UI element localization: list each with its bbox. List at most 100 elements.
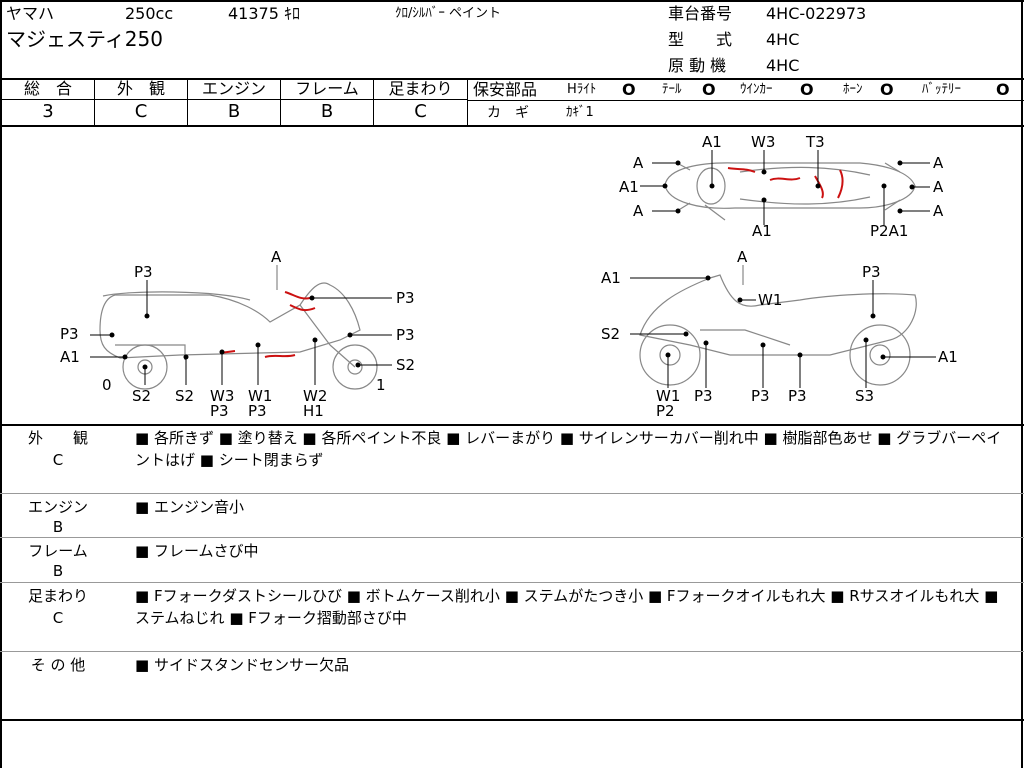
- type-value: 4HC: [766, 30, 800, 49]
- safety-item-battery: ﾊﾞｯﾃﾘｰ: [922, 82, 961, 97]
- frame-no: 4HC-022973: [766, 4, 867, 23]
- diagram-label: A1: [601, 269, 621, 287]
- diagram-label: A: [737, 248, 748, 266]
- diagram-label: A: [933, 178, 944, 196]
- diagram-label: A: [271, 248, 282, 266]
- leader-dots: [109, 160, 915, 370]
- diagram-label: S3: [855, 387, 874, 405]
- diagram-label: P3: [694, 387, 713, 405]
- section-title-engine: エンジン: [27, 498, 88, 516]
- diagram-label: P3: [60, 325, 79, 343]
- safety-mark-tail: O: [702, 80, 716, 99]
- diagram-label: S2: [601, 325, 620, 343]
- remarks-line-1: [0, 493, 1024, 494]
- frame-top: [0, 0, 1024, 2]
- diagram-label: A1: [702, 133, 722, 151]
- grades-mid-line: [0, 99, 468, 100]
- diagram-label: P2: [656, 402, 675, 420]
- model-name: マジェスティ250: [6, 27, 163, 51]
- safety-mark-battery: O: [996, 80, 1010, 99]
- grade-value-frame: B: [320, 101, 334, 122]
- displacement: 250cc: [125, 4, 174, 23]
- section-title-other: そ の 他: [30, 656, 86, 674]
- safety-item-headlight: Hﾗｲﾄ: [567, 82, 597, 97]
- diagram-label: A1: [752, 222, 772, 240]
- section-grade-frame: B: [52, 562, 64, 580]
- grade-header-total: 総 合: [23, 79, 72, 98]
- grades-bottom-line: [0, 125, 1024, 127]
- grade-divider: [373, 78, 374, 126]
- diagram-label: P2A1: [870, 222, 908, 240]
- section-title-exterior: 外 観: [27, 429, 88, 447]
- grades-top-line: [0, 78, 1024, 80]
- diagram-label: P3: [396, 289, 415, 307]
- key-label: カ ギ: [487, 105, 529, 121]
- diagram-label: S2: [175, 387, 194, 405]
- diagram-label: P3: [210, 402, 229, 420]
- diagram-label: A: [633, 154, 644, 172]
- leader-lines: [90, 150, 936, 388]
- section-text-engine: ■ エンジン音小: [135, 498, 244, 516]
- grade-divider: [280, 78, 281, 126]
- maker: ヤマハ: [6, 4, 55, 23]
- grade-header-exterior: 外 観: [116, 79, 165, 98]
- diagram-label: 1: [376, 376, 386, 394]
- diagram-label: W3: [751, 133, 775, 151]
- diagram-label: A: [633, 202, 644, 220]
- section-title-suspension: 足まわり: [27, 587, 88, 605]
- grade-divider: [187, 78, 188, 126]
- diagram-label: W1: [656, 387, 680, 405]
- diagram-label: W1: [758, 291, 782, 309]
- remarks-line-3: [0, 582, 1024, 583]
- safety-mark-headlight: O: [622, 80, 636, 99]
- safety-item-tail: ﾃｰﾙ: [662, 82, 682, 97]
- diagram-label: W3: [210, 387, 234, 405]
- section-grade-engine: B: [52, 518, 64, 536]
- section-grade-suspension: C: [52, 609, 64, 627]
- grade-value-engine: B: [227, 101, 241, 122]
- scooter-right-view: [639, 265, 917, 386]
- frame-no-label: 車台番号: [668, 4, 733, 23]
- diagram-label: P3: [396, 326, 415, 344]
- diagram-label: A: [933, 154, 944, 172]
- remarks-line-2: [0, 537, 1024, 538]
- section-text-frame: ■ フレームさび中: [135, 542, 259, 560]
- scooter-top-view: [664, 162, 916, 221]
- remarks-line-4: [0, 651, 1024, 652]
- grade-divider: [94, 78, 95, 126]
- section-title-frame: フレーム: [28, 542, 88, 560]
- damage-marks: [219, 167, 844, 358]
- safety-item-horn: ﾎｰﾝ: [843, 82, 863, 97]
- remarks-bottom-line: [0, 719, 1024, 721]
- diagram-label: T3: [805, 133, 825, 151]
- grade-divider: [467, 78, 468, 126]
- diagram-label: P3: [788, 387, 807, 405]
- diagram-label: P3: [751, 387, 770, 405]
- safety-mark-horn: O: [880, 80, 894, 99]
- diagram-label: W1: [248, 387, 272, 405]
- diagram-label: A1: [60, 348, 80, 366]
- section-text-exterior: ■ 各所きず ■ 塗り替え ■ 各所ペイント不良 ■ レバーまがり ■ サイレン…: [135, 429, 1002, 469]
- section-text-suspension: ■ Fフォークダストシールひび ■ ボトムケース削れ小 ■ ステムがたつき小 ■…: [135, 587, 999, 627]
- section-text-other: ■ サイドスタンドセンサー欠品: [135, 656, 349, 674]
- safety-item-winker: ｳｲﾝｶｰ: [740, 82, 773, 97]
- type-label: 型 式: [668, 30, 733, 49]
- engine-label: 原 動 機: [668, 56, 727, 75]
- grade-header-suspension: 足まわり: [388, 79, 453, 98]
- diagram-label: S2: [132, 387, 151, 405]
- safety-mid-line: [468, 100, 1024, 101]
- diagram-label: P3: [248, 402, 267, 420]
- diagram-label: P3: [134, 263, 153, 281]
- grade-value-exterior: C: [134, 101, 148, 122]
- diagram-label: A1: [619, 178, 639, 196]
- section-grade-exterior: C: [52, 451, 64, 469]
- safety-mark-winker: O: [800, 80, 814, 99]
- grade-value-total: 3: [42, 101, 54, 122]
- diagram-label: A: [933, 202, 944, 220]
- diagram-label: W2: [303, 387, 327, 405]
- mileage: 41375 ｷﾛ: [228, 4, 300, 23]
- diagram-label: A1: [938, 348, 958, 366]
- grade-header-frame: フレーム: [295, 79, 359, 98]
- scooter-sketches: [99, 162, 917, 390]
- remarks-top-line: [0, 424, 1024, 426]
